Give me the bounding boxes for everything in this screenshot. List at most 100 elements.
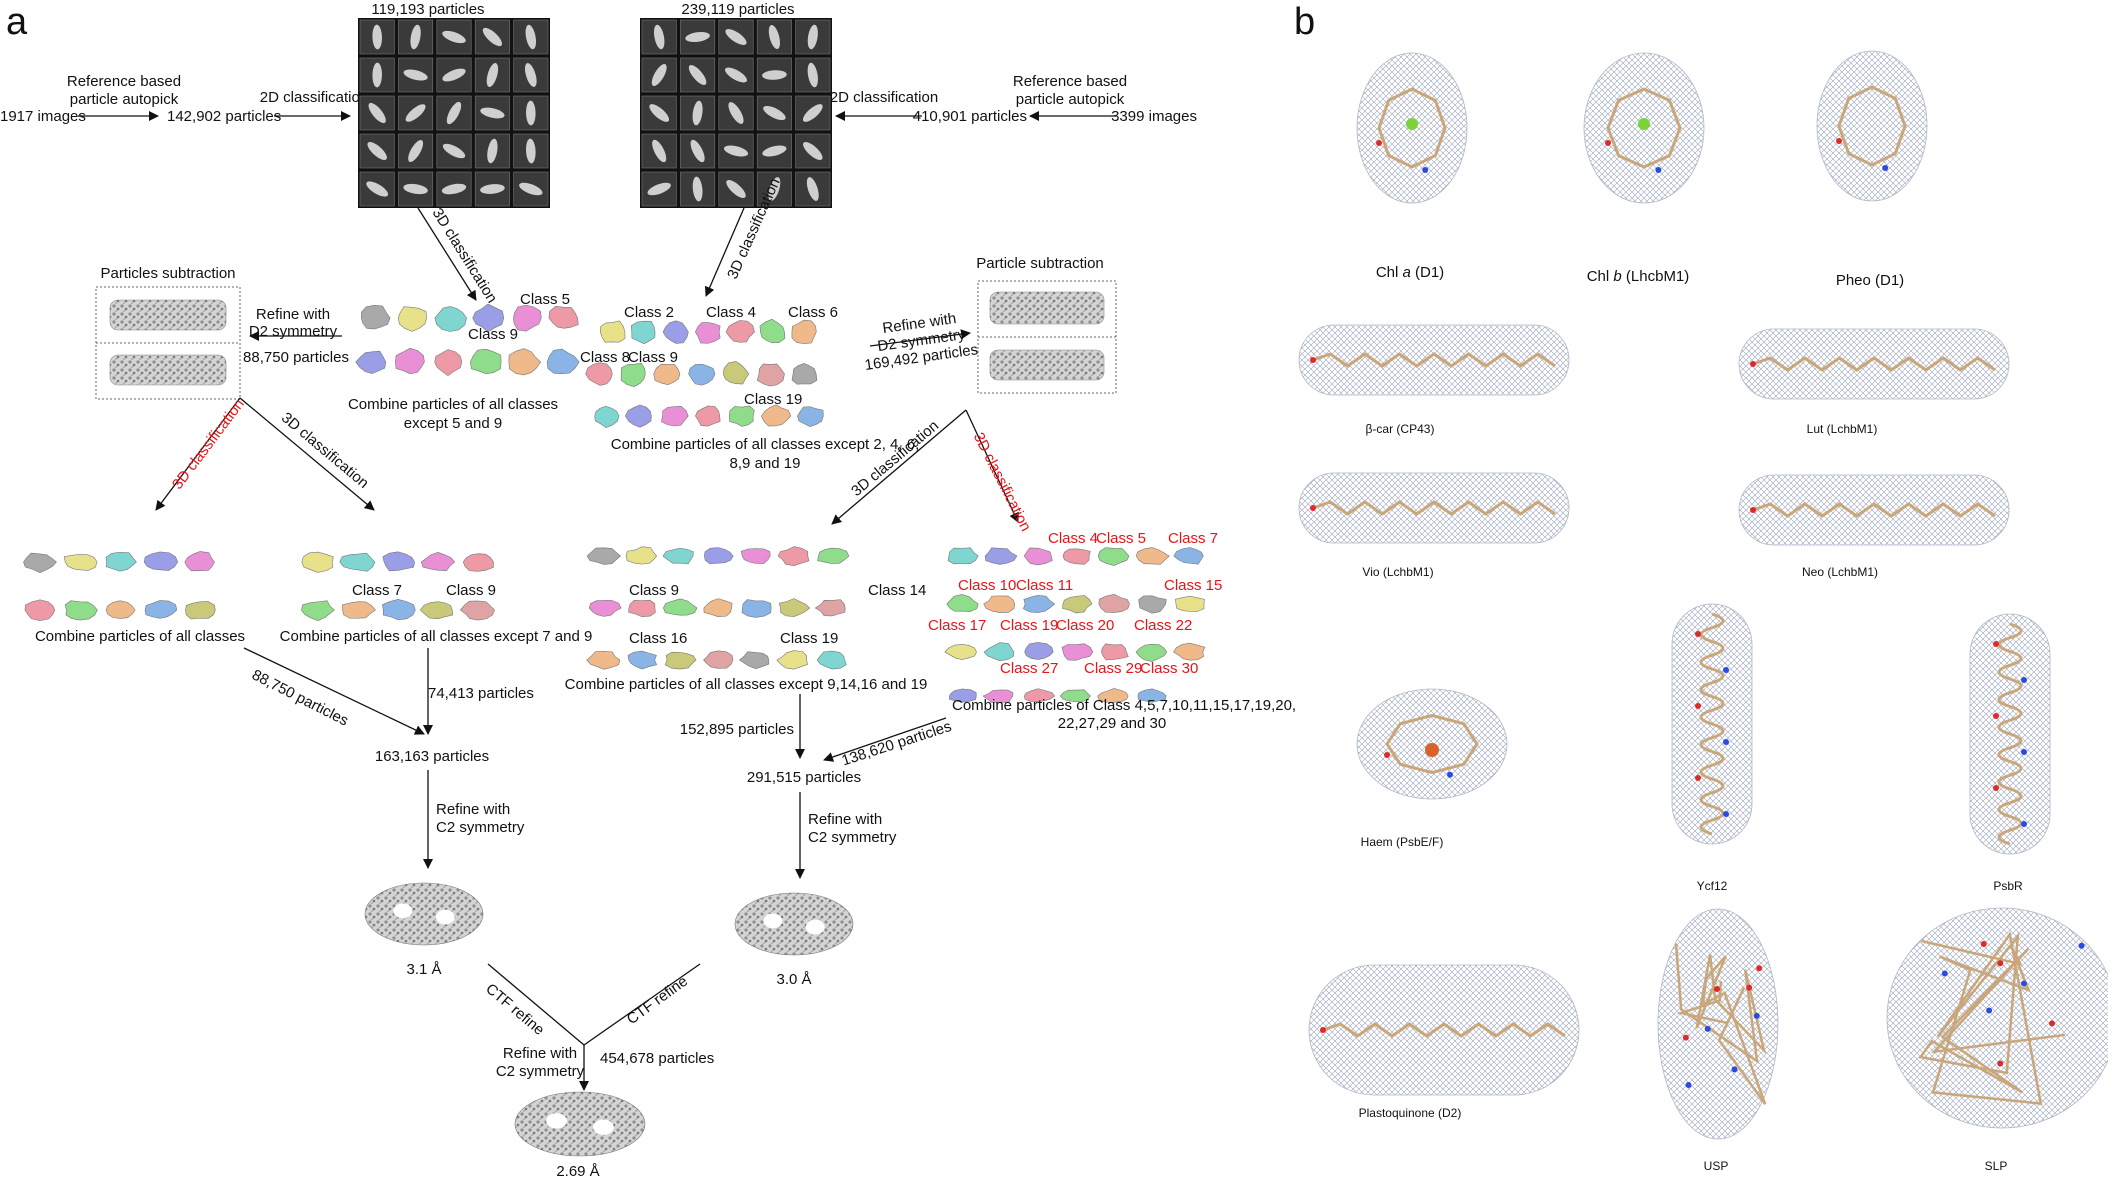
red-class-label: Class 22 (1134, 617, 1192, 634)
chl-a-density (1356, 52, 1468, 204)
class-map (301, 551, 334, 573)
chl-b-label: Chl b (LhcbM1) (1587, 268, 1690, 285)
left-3d-black: 3D classification (278, 409, 372, 492)
psbr-label: PsbR (1993, 879, 2023, 893)
final-resolution: 2.69 Å (556, 1163, 599, 1180)
class-map (301, 600, 335, 621)
class-map (382, 551, 415, 572)
panel-a-label: a (6, 1, 28, 43)
class-map (662, 547, 694, 565)
left-refine-d2-2: D2 symmetry (249, 323, 338, 340)
class-map (761, 404, 792, 427)
lut-density (1738, 328, 2010, 400)
right-arrow-particles-1: 152,895 particles (680, 721, 794, 738)
red-class-label: Class 19 (1000, 617, 1058, 634)
red-class-label: Class 15 (1164, 577, 1222, 594)
psbr-density (1969, 613, 2051, 855)
class-map (1059, 689, 1091, 703)
panel-b-ligand-densities: Chl a (D1)Chl b (LhcbM1)Pheo (D1)β-car (… (1298, 50, 2108, 1173)
class-map (599, 320, 626, 343)
red-class-label: Class 20 (1056, 617, 1114, 634)
red-class-label: Class 29 (1084, 660, 1142, 677)
left-3d-red: 3D classification (169, 396, 248, 493)
class-average-cell (436, 133, 472, 169)
class-map (1098, 594, 1130, 613)
left-merged: 163,163 particles (375, 748, 489, 765)
class-average-cell (513, 57, 549, 93)
density-slab (109, 299, 227, 331)
ycf12-density (1671, 603, 1753, 845)
class-map (704, 547, 734, 565)
density-slab (989, 349, 1105, 381)
red-class-label: Class 30 (1140, 660, 1198, 677)
right-picked-particles: 410,901 particles (913, 108, 1027, 125)
final-refine-1: Refine with (503, 1045, 577, 1062)
magnesium-atom (1406, 118, 1418, 130)
right-autopick-2: particle autopick (1016, 91, 1125, 108)
left-3d-classes (355, 303, 580, 376)
left-combine-except: Combine particles of all classes except … (280, 628, 593, 645)
left-refine-c2-1: Refine with (436, 801, 510, 818)
left-2d-class-grid (358, 18, 550, 208)
class-map (472, 303, 505, 333)
right-3d-black: 3D classification (848, 417, 942, 500)
class-map (397, 306, 427, 332)
class-map (653, 363, 681, 385)
right-class-2: Class 2 (624, 304, 674, 321)
class-map (508, 348, 542, 376)
class-map (105, 551, 137, 572)
class-map (339, 552, 376, 572)
magnesium-atom (1638, 118, 1650, 130)
left-class-9: Class 9 (468, 326, 518, 343)
class-map (740, 548, 771, 564)
right-ctf: CTF refine (624, 973, 691, 1028)
class-map (983, 595, 1016, 613)
left-class-rows-b (301, 551, 495, 621)
class-map (949, 688, 977, 703)
density-map (514, 1091, 646, 1157)
right-class-16: Class 16 (629, 630, 687, 647)
right-combine-1a: Combine particles of all classes except … (611, 436, 919, 453)
class-map (722, 361, 750, 385)
left-subtracted-maps (109, 299, 227, 386)
class-map (360, 305, 391, 330)
left-class-7: Class 7 (352, 582, 402, 599)
class-map (1061, 643, 1094, 661)
haem-label: Haem (PsbE/F) (1361, 835, 1444, 849)
class-map (586, 651, 621, 670)
class-map (703, 598, 733, 617)
right-class-9b: Class 9 (629, 582, 679, 599)
right-class-9: Class 9 (628, 349, 678, 366)
red-class-label: Class 4 (1048, 530, 1098, 547)
class-map (628, 599, 656, 617)
class-average-cell (718, 133, 754, 169)
class-map (739, 651, 770, 669)
left-combine-1b: except 5 and 9 (404, 415, 502, 432)
class-map (816, 650, 847, 670)
class-map (24, 599, 56, 622)
left-grid-title: 119,193 particles (371, 1, 484, 18)
class-map (143, 551, 179, 571)
class-map (756, 363, 785, 387)
neo-label: Neo (LchbM1) (1802, 565, 1878, 579)
vio-density (1298, 472, 1570, 544)
class-map (395, 347, 425, 375)
right-2d-class-grid (640, 18, 832, 208)
plastoquinone-label: Plastoquinone (D2) (1359, 1106, 1462, 1120)
right-combine-red-2: 22,27,29 and 30 (1058, 715, 1166, 732)
red-class-label: Class 10 (958, 577, 1016, 594)
vio-label: Vio (LchbM1) (1362, 565, 1433, 579)
right-class-19b: Class 19 (780, 630, 838, 647)
left-3d-step: 3D classification (429, 205, 501, 306)
density-slab (989, 291, 1105, 325)
right-arrow-particles-2: 138,620 particles (840, 718, 954, 769)
left-autopick-2: particle autopick (70, 91, 179, 108)
class-map (1023, 688, 1056, 702)
left-class-5: Class 5 (520, 291, 570, 308)
class-map (64, 600, 98, 621)
class-map (664, 651, 697, 670)
left-refine-c2-2: C2 symmetry (436, 819, 525, 836)
right-class-14: Class 14 (868, 582, 926, 599)
class-map (791, 319, 817, 344)
